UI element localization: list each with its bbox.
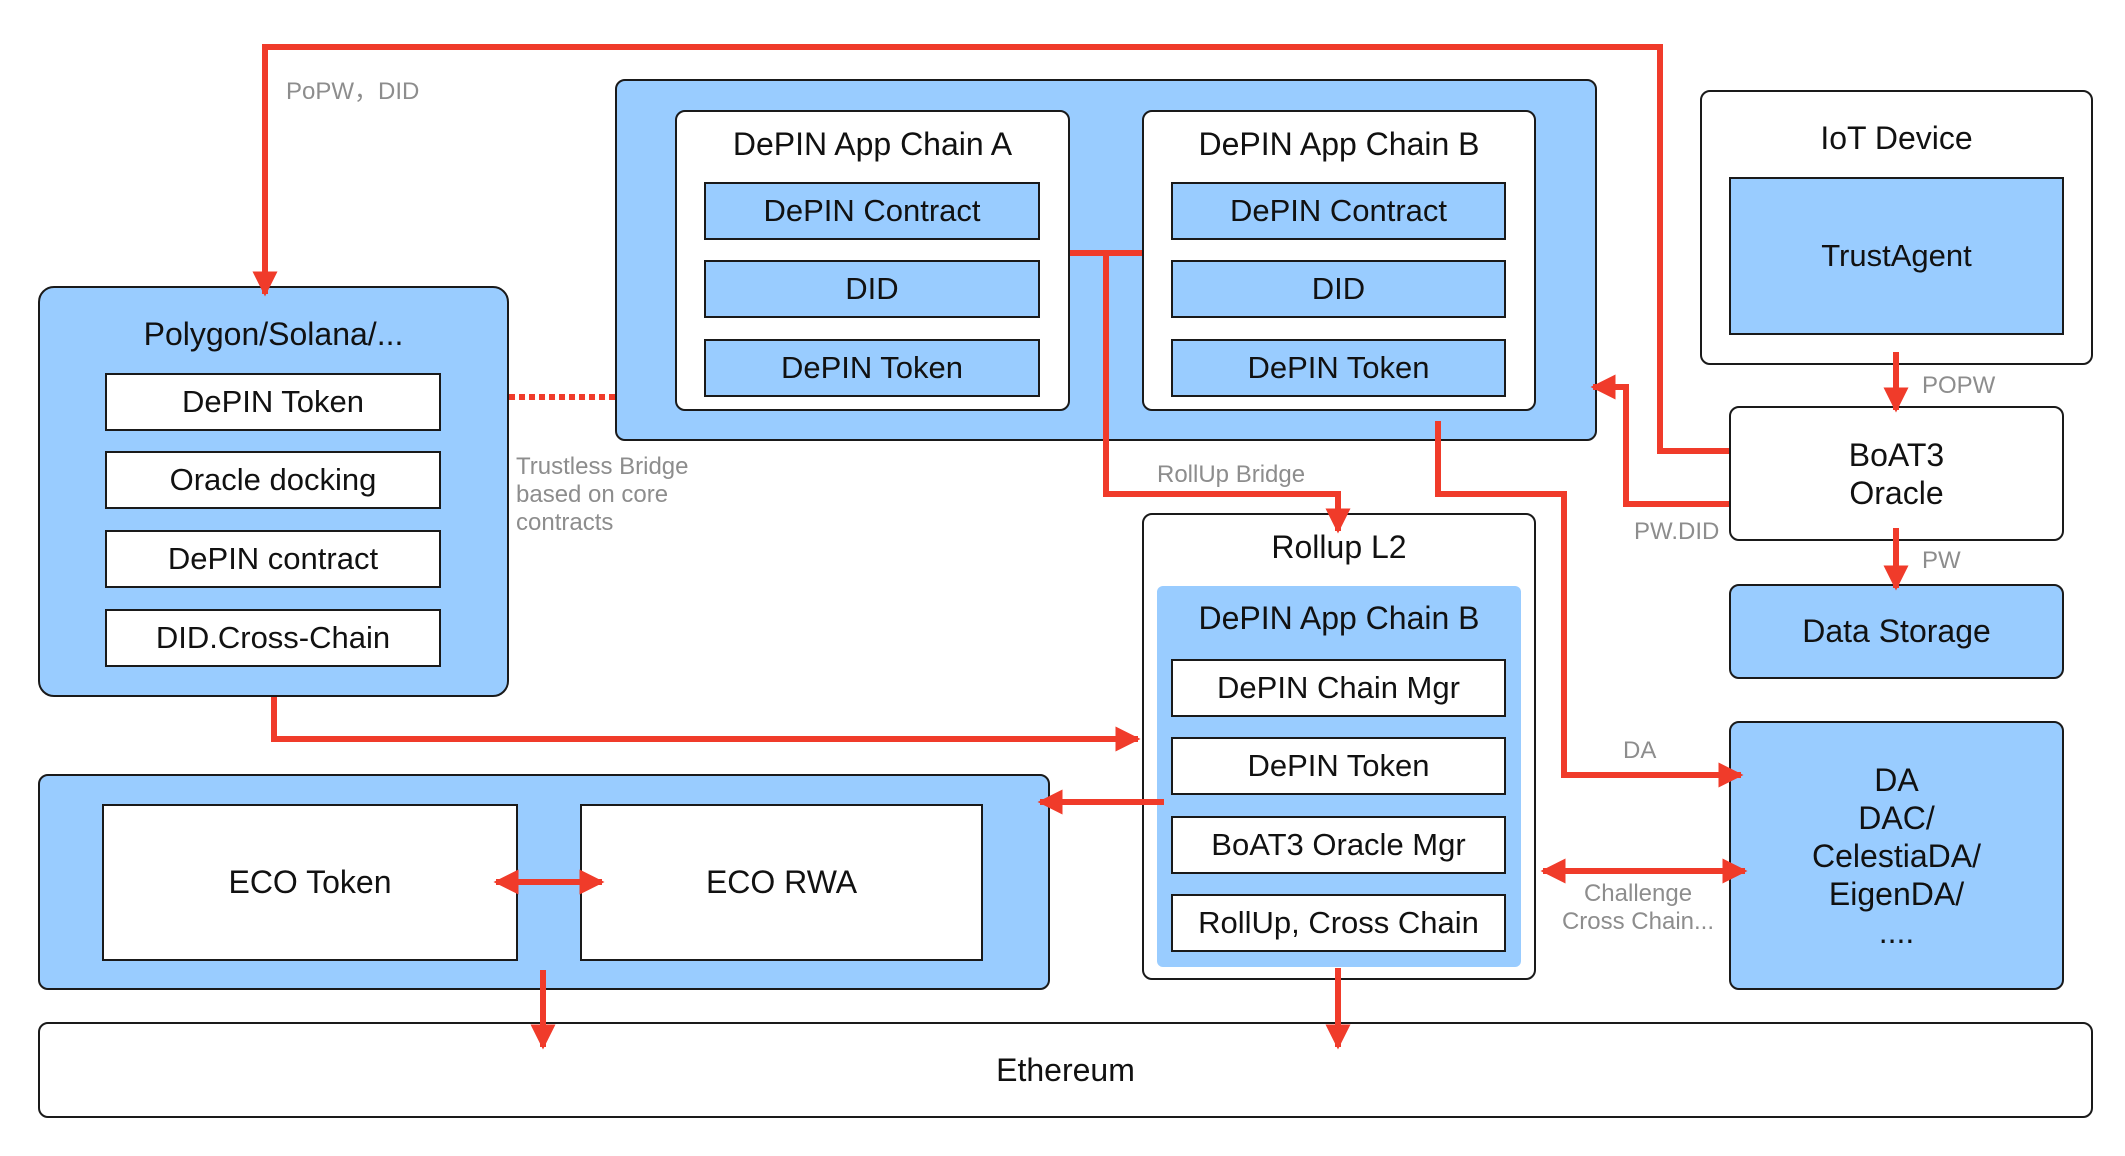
boat3-oracle: BoAT3 Oracle [1729, 406, 2064, 541]
data-storage: Data Storage [1729, 584, 2064, 679]
da-line-2: DAC/ [1858, 799, 1935, 836]
label-rollup-bridge: RollUp Bridge [1157, 461, 1306, 488]
rollup-depin-token: DePIN Token [1171, 737, 1506, 795]
arrow-rollup-bridge [1103, 253, 1351, 534]
chain-a-title: DePIN App Chain A [732, 126, 1013, 162]
label-challenge-1: Challenge [1583, 880, 1693, 907]
oracle-line-1: BoAT3 [1848, 436, 1945, 473]
arrow-oracle-to-polygon [252, 44, 1729, 454]
chain-b-depin-contract: DePIN Contract [1171, 182, 1506, 240]
arrow-chain-b-to-da [1435, 421, 1744, 788]
label-popw: POPW [1922, 372, 1996, 399]
ethereum: Ethereum [38, 1022, 2093, 1118]
polygon-item-depin-contract: DePIN contract [105, 530, 441, 588]
chain-b-title: DePIN App Chain B [1198, 126, 1480, 162]
polygon-solana-title: Polygon/Solana/... [143, 316, 404, 352]
label-trustless-bridge-1: Trustless Bridge [516, 453, 689, 480]
label-popw-did: PoPW，DID [286, 78, 420, 105]
polygon-item-depin-token: DePIN Token [105, 373, 441, 431]
polygon-item-oracle-docking: Oracle docking [105, 451, 441, 509]
rollup-inner-title: DePIN App Chain B [1198, 600, 1480, 636]
da-line-1: DA [1874, 761, 1919, 798]
chain-a-depin-token: DePIN Token [704, 339, 1040, 397]
da-line-4: EigenDA/ [1828, 875, 1965, 912]
rollup-cross-chain: RollUp, Cross Chain [1171, 894, 1506, 952]
rollup-boat3-oracle-mgr: BoAT3 Oracle Mgr [1171, 816, 1506, 874]
label-challenge-2: Cross Chain... [1561, 908, 1715, 935]
chain-a-did: DID [704, 260, 1040, 318]
eco-token: ECO Token [102, 804, 518, 961]
label-da: DA [1623, 737, 1657, 764]
polygon-item-did-cross-chain: DID.Cross-Chain [105, 609, 441, 667]
rollup-depin-chain-mgr: DePIN Chain Mgr [1171, 659, 1506, 717]
arrow-polygon-to-rollup [271, 697, 1141, 752]
eco-rwa: ECO RWA [580, 804, 983, 961]
da-line-3: CelestiaDA/ [1812, 837, 1981, 874]
trust-agent: TrustAgent [1729, 177, 2064, 335]
label-trustless-bridge-2: based on core [516, 481, 669, 508]
rollup-l2-title: Rollup L2 [1271, 529, 1407, 565]
label-pw: PW [1922, 547, 1961, 574]
chain-a-depin-contract: DePIN Contract [704, 182, 1040, 240]
label-pw-did: PW.DID [1634, 518, 1720, 545]
oracle-line-2: Oracle [1849, 474, 1944, 511]
da-box: DA DAC/ CelestiaDA/ EigenDA/ .... [1729, 721, 2064, 990]
arrow-oracle-to-app-chains [1590, 374, 1729, 507]
label-trustless-bridge-3: contracts [516, 509, 614, 536]
da-line-5: .... [1878, 913, 1915, 950]
chain-b-depin-token: DePIN Token [1171, 339, 1506, 397]
iot-device-title: IoT Device [1820, 120, 1973, 156]
chain-b-did: DID [1171, 260, 1506, 318]
